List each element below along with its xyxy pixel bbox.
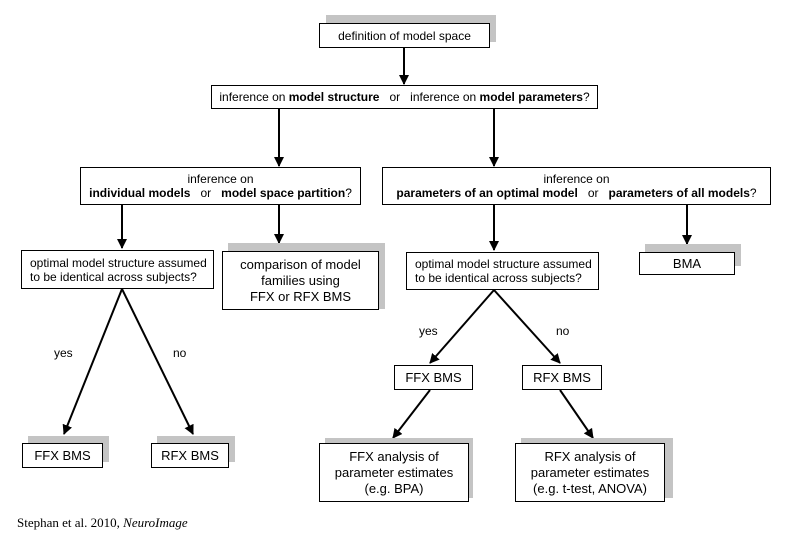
ffx-analysis-line2: parameter estimates (334, 464, 454, 480)
families-box: comparison of model families using FFX o… (222, 251, 379, 310)
ffx-analysis-box: FFX analysis of parameter estimates (e.g… (319, 443, 469, 502)
inference-left-box: inference on individual models or model … (80, 167, 361, 205)
ffx-analysis-line3: (e.g. BPA) (364, 480, 424, 496)
inference-left-line1: inference on (187, 172, 254, 186)
ffx-bms-left-box: FFX BMS (22, 443, 103, 468)
rfx-analysis-line3: (e.g. t-test, ANOVA) (533, 480, 647, 496)
identical-right-line1: optimal model structure assumed (415, 257, 592, 271)
inference-right-box: inference on parameters of an optimal mo… (382, 167, 771, 205)
arrow-identical-left-yes (62, 288, 123, 435)
inference-right-line2: parameters of an optimal model or parame… (396, 186, 757, 200)
model-space-label: definition of model space (338, 28, 471, 43)
model-space-box: definition of model space (319, 23, 490, 48)
bma-label: BMA (672, 255, 702, 271)
arrow-identical-right-yes (429, 289, 495, 364)
families-line1: comparison of model (240, 256, 361, 272)
edge-label-no-left: no (173, 346, 187, 360)
identical-left-line1: optimal model structure assumed (30, 255, 207, 270)
rfx-bms-left-box: RFX BMS (151, 443, 229, 468)
edge-label-yes-left: yes (54, 346, 73, 360)
rfx-analysis-line1: RFX analysis of (544, 448, 636, 464)
inference-top-label: inference on model structure or inferenc… (219, 90, 590, 104)
inference-right-line1: inference on (543, 172, 610, 186)
arrow-rfx-to-analysis (559, 389, 594, 439)
edge-label-yes-right: yes (419, 324, 438, 338)
rfx-analysis-line2: parameter estimates (530, 464, 650, 480)
ffx-analysis-line1: FFX analysis of (349, 448, 439, 464)
ffx-bms-right-box: FFX BMS (394, 365, 473, 390)
ffx-bms-left-label: FFX BMS (34, 447, 91, 463)
edge-label-no-right: no (556, 324, 570, 338)
inference-top-box: inference on model structure or inferenc… (211, 85, 598, 109)
arrow-identical-left-no (121, 288, 194, 435)
citation-journal: NeuroImage (123, 515, 188, 530)
citation-authors: Stephan et al. 2010, (17, 515, 124, 530)
identical-right-line2: to be identical across subjects? (415, 271, 582, 285)
rfx-bms-left-label: RFX BMS (161, 447, 219, 463)
citation: Stephan et al. 2010, NeuroImage (17, 515, 188, 531)
identical-right-box: optimal model structure assumed to be id… (406, 252, 599, 290)
rfx-analysis-box: RFX analysis of parameter estimates (e.g… (515, 443, 665, 502)
arrow-identical-right-no (493, 289, 561, 364)
bma-box: BMA (639, 252, 735, 275)
ffx-bms-right-label: FFX BMS (405, 369, 462, 385)
inference-left-line2: individual models or model space partiti… (89, 186, 352, 200)
identical-left-line2: to be identical across subjects? (30, 269, 197, 284)
rfx-bms-right-label: RFX BMS (533, 369, 591, 385)
rfx-bms-right-box: RFX BMS (522, 365, 602, 390)
families-line2: families using (261, 272, 340, 288)
identical-left-box: optimal model structure assumed to be id… (21, 250, 214, 289)
arrow-ffx-to-analysis (392, 389, 431, 439)
families-line3: FFX or RFX BMS (249, 288, 352, 304)
